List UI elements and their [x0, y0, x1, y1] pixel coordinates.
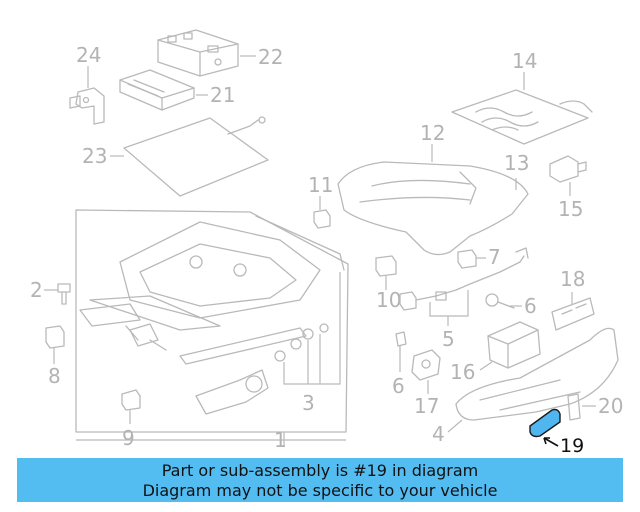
callout-3: 3	[302, 391, 315, 415]
part-11-clip	[313, 209, 331, 229]
callout-7: 7	[488, 245, 501, 269]
part-24-bracket	[69, 87, 105, 125]
part-15-connector	[549, 155, 587, 183]
callout-6-a: 6	[524, 294, 537, 318]
part-1-seat-frame	[75, 209, 349, 433]
part-19-highlighted-knob[interactable]	[529, 408, 561, 438]
callout-4: 4	[432, 422, 445, 446]
part-20-cap	[567, 393, 581, 421]
part-9-clip	[121, 389, 141, 411]
part-16-switch-module	[487, 321, 541, 369]
part-18-switch	[551, 297, 595, 331]
callout-19: 19	[560, 435, 584, 455]
callout-17: 17	[414, 394, 439, 418]
callout-8: 8	[48, 364, 61, 388]
part-10-clip	[375, 255, 397, 277]
part-8-clip	[45, 325, 65, 349]
callout-24: 24	[76, 43, 101, 67]
part-7-clip	[457, 249, 477, 269]
callout-10: 10	[376, 288, 401, 312]
banner-line-2: Diagram may not be specific to your vehi…	[142, 481, 498, 500]
part-6-push-pin-b	[395, 331, 407, 357]
callout-16: 16	[450, 360, 475, 384]
part-17-connector	[411, 349, 441, 381]
callout-13: 13	[504, 151, 529, 175]
info-banner: Part or sub-assembly is #19 in diagram D…	[17, 458, 623, 502]
callout-9: 9	[122, 426, 135, 450]
part-3-fasteners	[274, 323, 329, 362]
callout-1: 1	[274, 428, 287, 452]
callout-22: 22	[258, 45, 283, 69]
callout-12: 12	[420, 121, 445, 145]
part-5-wiring-harness	[399, 247, 529, 311]
part-22-control-module	[157, 29, 239, 77]
callout-11: 11	[308, 173, 333, 197]
seat-parts-diagram: 22 21 24 23 14 12 13	[30, 29, 623, 455]
callout-2: 2	[30, 278, 43, 302]
callout-14: 14	[512, 49, 537, 73]
part-23-heater-pad	[123, 116, 269, 197]
part-12-cushion-pad	[337, 161, 529, 256]
callout-21: 21	[210, 83, 235, 107]
part-14-heater-mat	[451, 89, 593, 145]
callout-5: 5	[442, 327, 455, 351]
callout-20: 20	[598, 394, 623, 418]
part-4-side-shield	[455, 327, 619, 421]
part-21-module-box	[119, 69, 195, 111]
callout-15: 15	[558, 197, 583, 221]
seat-motor	[195, 369, 269, 415]
callout-18: 18	[560, 267, 585, 291]
banner-line-1: Part or sub-assembly is #19 in diagram	[161, 461, 479, 480]
callout-23: 23	[82, 144, 107, 168]
part-6-screw-a	[485, 293, 515, 309]
callout-6-b: 6	[392, 374, 405, 398]
part-2-bolt	[57, 283, 71, 305]
